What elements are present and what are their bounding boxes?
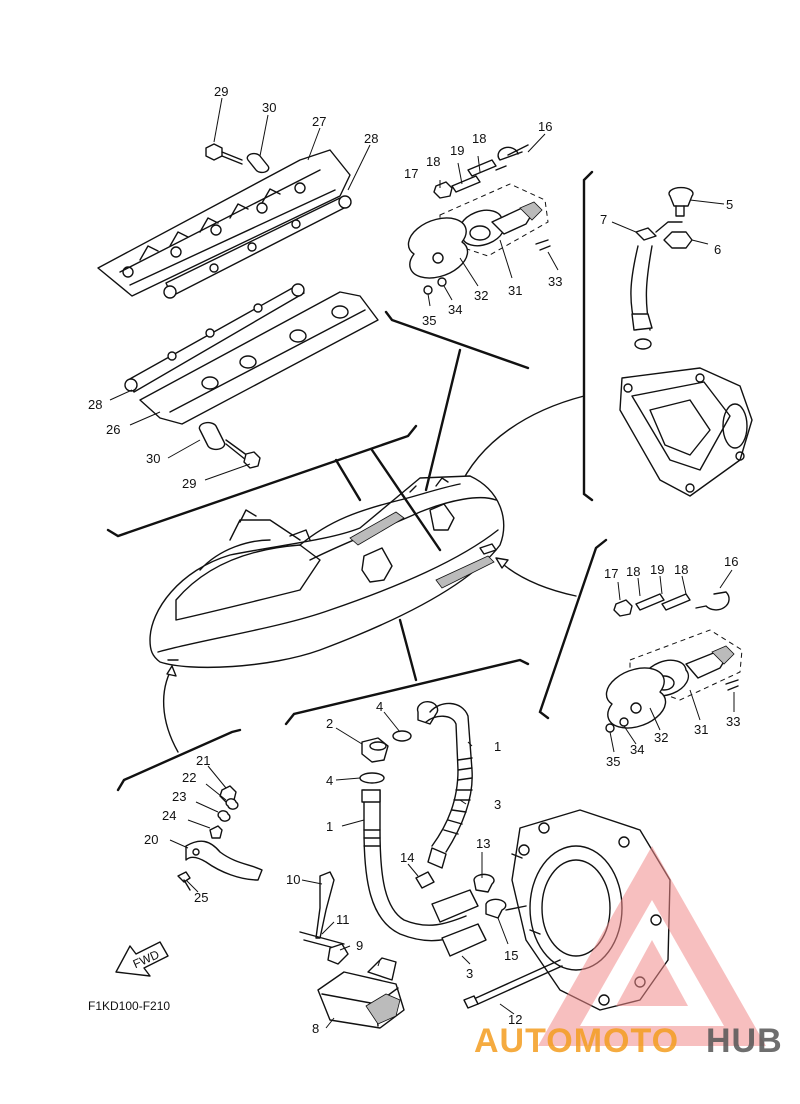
vent-fitting-group-mid (538, 538, 743, 753)
callout-label: 10 (286, 872, 300, 887)
callout-label: 1 (326, 819, 333, 834)
group-bracket-line (106, 424, 418, 538)
leader-arrow (163, 667, 179, 753)
pointer-line (370, 448, 442, 552)
watercraft-hull (149, 475, 505, 669)
callout-label: 4 (376, 699, 383, 714)
callout-label: 32 (474, 288, 488, 303)
callout-label: 7 (600, 212, 607, 227)
callout-label: 20 (144, 832, 158, 847)
callout-label: 34 (448, 302, 462, 317)
callout-label: 19 (650, 562, 664, 577)
diagram-code: F1KD100-F210 (88, 999, 170, 1013)
callout-label: 28 (88, 397, 102, 412)
callout-label: 3 (466, 966, 473, 981)
deck-cover-group-top (97, 97, 371, 299)
leader-arrow (457, 395, 585, 491)
callout-label: 9 (356, 938, 363, 953)
callout-label: 17 (404, 166, 418, 181)
callout-label: 13 (476, 836, 490, 851)
callout-label: 24 (162, 808, 176, 823)
callout-label: 15 (504, 948, 518, 963)
callout-label: 28 (364, 131, 378, 146)
callout-label: 32 (654, 730, 668, 745)
callout-label: 22 (182, 770, 196, 785)
callout-label: 29 (214, 84, 228, 99)
hose-group-bottom (284, 658, 671, 1029)
bracket-group-bottom-left (116, 728, 263, 893)
callout-label: 33 (548, 274, 562, 289)
callout-label: 34 (630, 742, 644, 757)
callout-label: 26 (106, 422, 120, 437)
callout-label: 3 (494, 797, 501, 812)
callout-label: 17 (604, 566, 618, 581)
vent-fitting-group-top (407, 133, 559, 307)
group-bracket-line (384, 310, 530, 370)
pointer-line (398, 618, 418, 682)
callout-label: 18 (426, 154, 440, 169)
callout-label: 27 (312, 114, 326, 129)
callout-label: 35 (422, 313, 436, 328)
callout-label: 4 (326, 773, 333, 788)
watermark-brand-part1: AUTOMOTO (474, 1022, 679, 1060)
callout-label: 16 (724, 554, 738, 569)
pointer-line (334, 458, 362, 502)
callout-label: 29 (182, 476, 196, 491)
callout-label: 31 (508, 283, 522, 298)
callout-label: 6 (714, 242, 721, 257)
deck-cover-group-bottom (109, 283, 379, 481)
callout-label: 12 (508, 1012, 522, 1027)
watermark-brand-part2: HUB (706, 1022, 783, 1060)
callout-label: 1 (494, 739, 501, 754)
callout-label: 35 (606, 754, 620, 769)
callout-label: 21 (196, 753, 210, 768)
pointer-line (424, 348, 462, 492)
leader-arrow (497, 559, 577, 597)
jet-pump-group-right (582, 170, 753, 502)
callout-label: 2 (326, 716, 333, 731)
callout-label: 18 (472, 131, 486, 146)
callout-label: 14 (400, 850, 414, 865)
callout-labels: 29 30 27 28 28 26 30 29 16 18 19 18 17 3… (88, 84, 740, 1036)
callout-label: 19 (450, 143, 464, 158)
callout-label: 30 (146, 451, 160, 466)
callout-label: 30 (262, 100, 276, 115)
callout-label: 5 (726, 197, 733, 212)
watermark-logo (538, 846, 766, 1046)
callout-label: 8 (312, 1021, 319, 1036)
callout-label: 18 (626, 564, 640, 579)
callout-label: 16 (538, 119, 552, 134)
callout-label: 23 (172, 789, 186, 804)
callout-label: 11 (336, 912, 350, 927)
callout-label: 18 (674, 562, 688, 577)
callout-label: 31 (694, 722, 708, 737)
callout-label: 33 (726, 714, 740, 729)
callout-label: 25 (194, 890, 208, 905)
fwd-arrow-icon (115, 941, 169, 977)
